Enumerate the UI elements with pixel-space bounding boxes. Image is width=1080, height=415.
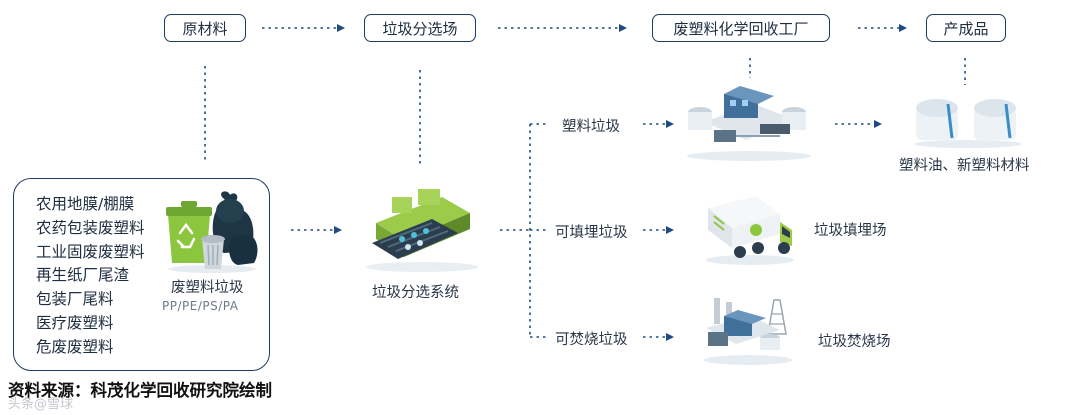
- garbage-truck-icon: [706, 196, 794, 265]
- waste-bin-icon: [166, 191, 258, 273]
- raw-material-box: 农用地膜/棚膜 农药包装废塑料 工业固废废塑料 再生纸厂尾渣 包装厂尾料 医疗废…: [13, 178, 270, 371]
- branch-burnable-waste: 可焚烧垃圾: [555, 332, 628, 348]
- stage-sorting-site: 垃圾分选场: [364, 14, 476, 42]
- incineration-label: 垃圾焚烧场: [818, 334, 891, 350]
- raw-material-item: 工业固废废塑料: [36, 242, 145, 261]
- branch-landfillable-waste: 可填埋垃圾: [555, 225, 628, 241]
- branch-plastic-waste: 塑料垃圾: [562, 119, 620, 135]
- waste-plastic-label: 废塑料垃圾: [171, 280, 244, 296]
- product-label: 塑料油、新塑料材料: [899, 158, 1030, 174]
- raw-material-list: 农用地膜/棚膜 农药包装废塑料 工业固废废塑料 再生纸厂尾渣 包装厂尾料 医疗废…: [36, 193, 145, 360]
- incinerator-icon: [704, 298, 792, 365]
- waste-plastic-types: PP/PE/PS/PA: [162, 299, 239, 313]
- raw-material-item: 包装厂尾料: [36, 290, 114, 309]
- raw-material-item: 医疗废塑料: [36, 313, 114, 332]
- source-note: 资料来源：科茂化学回收研究院绘制: [8, 381, 272, 400]
- sorting-system-label: 垃圾分选系统: [372, 285, 459, 301]
- landfill-label: 垃圾填埋场: [814, 223, 887, 239]
- watermark: 头条@雪球: [8, 397, 74, 412]
- product-tanks-icon: [914, 99, 1022, 148]
- raw-material-item: 再生纸厂尾渣: [36, 266, 130, 285]
- sorting-system-icon: [366, 189, 478, 272]
- stage-product: 产成品: [926, 14, 1006, 42]
- raw-material-item: 农用地膜/棚膜: [36, 195, 135, 213]
- chemical-plant-icon: [687, 86, 811, 161]
- stage-recycling-plant: 废塑料化学回收工厂: [652, 14, 830, 42]
- stage-raw-material: 原材料: [164, 14, 246, 42]
- raw-material-item: 危废废塑料: [36, 337, 114, 356]
- raw-material-item: 农药包装废塑料: [36, 218, 145, 237]
